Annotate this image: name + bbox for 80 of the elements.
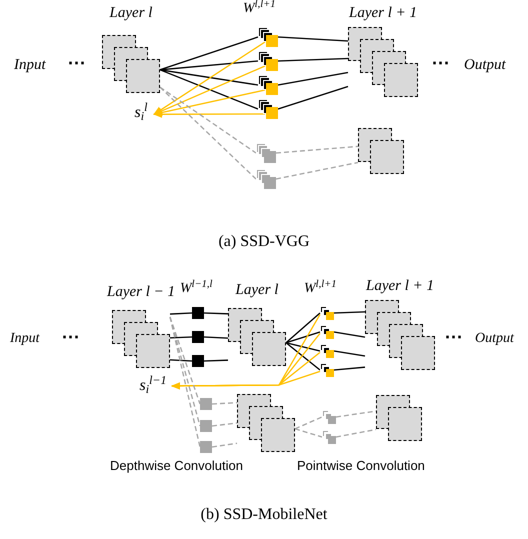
filter-icon <box>322 430 336 444</box>
connector-line <box>334 311 366 314</box>
layer-label: Layer l <box>110 5 152 21</box>
filter-icon <box>200 398 212 410</box>
connector-line <box>169 316 201 404</box>
layer-label: Layer l + 1 <box>348 5 418 21</box>
connector-line <box>160 69 258 86</box>
filter-icon <box>192 307 204 319</box>
filter-icon <box>200 420 212 432</box>
filter-icon <box>320 306 334 320</box>
connector-line <box>212 402 238 405</box>
filter-icon <box>322 410 336 424</box>
caption: (a) SSD-VGG <box>217 232 311 252</box>
connector-line <box>212 422 238 427</box>
connector-line <box>278 58 348 62</box>
filter-icon <box>320 344 334 358</box>
feature-map-stack <box>237 394 295 452</box>
section-label: Depthwise Convolution <box>110 458 243 474</box>
ellipsis: ··· <box>68 52 86 74</box>
filter-icon <box>192 331 204 343</box>
connector-line <box>286 342 320 370</box>
weight-label: W$^{l−1,l}$ <box>180 280 212 298</box>
ellipsis: ··· <box>445 326 463 348</box>
io-label: Output <box>464 56 506 75</box>
connector-line <box>286 342 320 352</box>
feature-map-stack <box>376 395 422 441</box>
filter-icon <box>192 355 204 367</box>
connector-line <box>160 69 258 110</box>
connector-line <box>336 428 376 438</box>
connector-line <box>286 331 320 344</box>
arrow <box>153 41 266 115</box>
connector-line <box>334 366 366 371</box>
filter-icon <box>200 441 212 453</box>
connector-line <box>204 312 228 314</box>
connector-line <box>278 72 348 86</box>
connector-line <box>170 336 192 338</box>
connector-line <box>276 162 358 180</box>
io-label: Output <box>475 330 514 348</box>
arrow <box>153 89 266 116</box>
connector-line <box>294 428 322 438</box>
filter-icon <box>256 169 276 189</box>
connector-line <box>160 86 256 154</box>
filter-icon <box>258 99 278 119</box>
filter-icon <box>258 75 278 95</box>
connector-line <box>278 36 348 42</box>
arrow <box>153 65 266 115</box>
connector-line <box>334 350 366 357</box>
connector-line <box>169 316 201 426</box>
ellipsis: ··· <box>432 52 450 74</box>
connector-line <box>160 36 258 70</box>
connector-line <box>169 316 201 448</box>
connector-line <box>204 360 228 362</box>
feature-map-stack <box>358 128 404 174</box>
connector-line <box>334 331 366 338</box>
filter-icon <box>320 363 334 377</box>
connector-line <box>212 442 238 448</box>
io-label: Input <box>14 56 46 75</box>
connector-line <box>276 146 358 154</box>
connector-line <box>278 86 348 110</box>
connector-line <box>160 60 258 70</box>
arrow <box>153 110 265 118</box>
ellipsis: ··· <box>62 326 80 348</box>
layer-label: Layer l − 1 <box>106 284 176 300</box>
io-label: Input <box>10 330 40 348</box>
connector-line <box>204 336 228 339</box>
weight-label: W$^{l,l+1}$ <box>304 280 336 298</box>
arrow <box>171 370 320 390</box>
connector-line <box>286 312 320 344</box>
section-label: Pointwise Convolution <box>297 458 425 474</box>
layer-label: Layer l + 1 <box>366 278 434 294</box>
filter-icon <box>258 51 278 71</box>
connector-line <box>170 359 192 362</box>
layer-label: Layer l <box>236 282 278 298</box>
filter-icon <box>320 325 334 339</box>
filter-icon <box>256 143 276 163</box>
filter-icon <box>258 27 278 47</box>
connector-line <box>160 86 256 180</box>
connector-line <box>170 312 192 315</box>
caption: (b) SSD-MobileNet <box>200 505 328 525</box>
connector-line <box>294 416 322 430</box>
